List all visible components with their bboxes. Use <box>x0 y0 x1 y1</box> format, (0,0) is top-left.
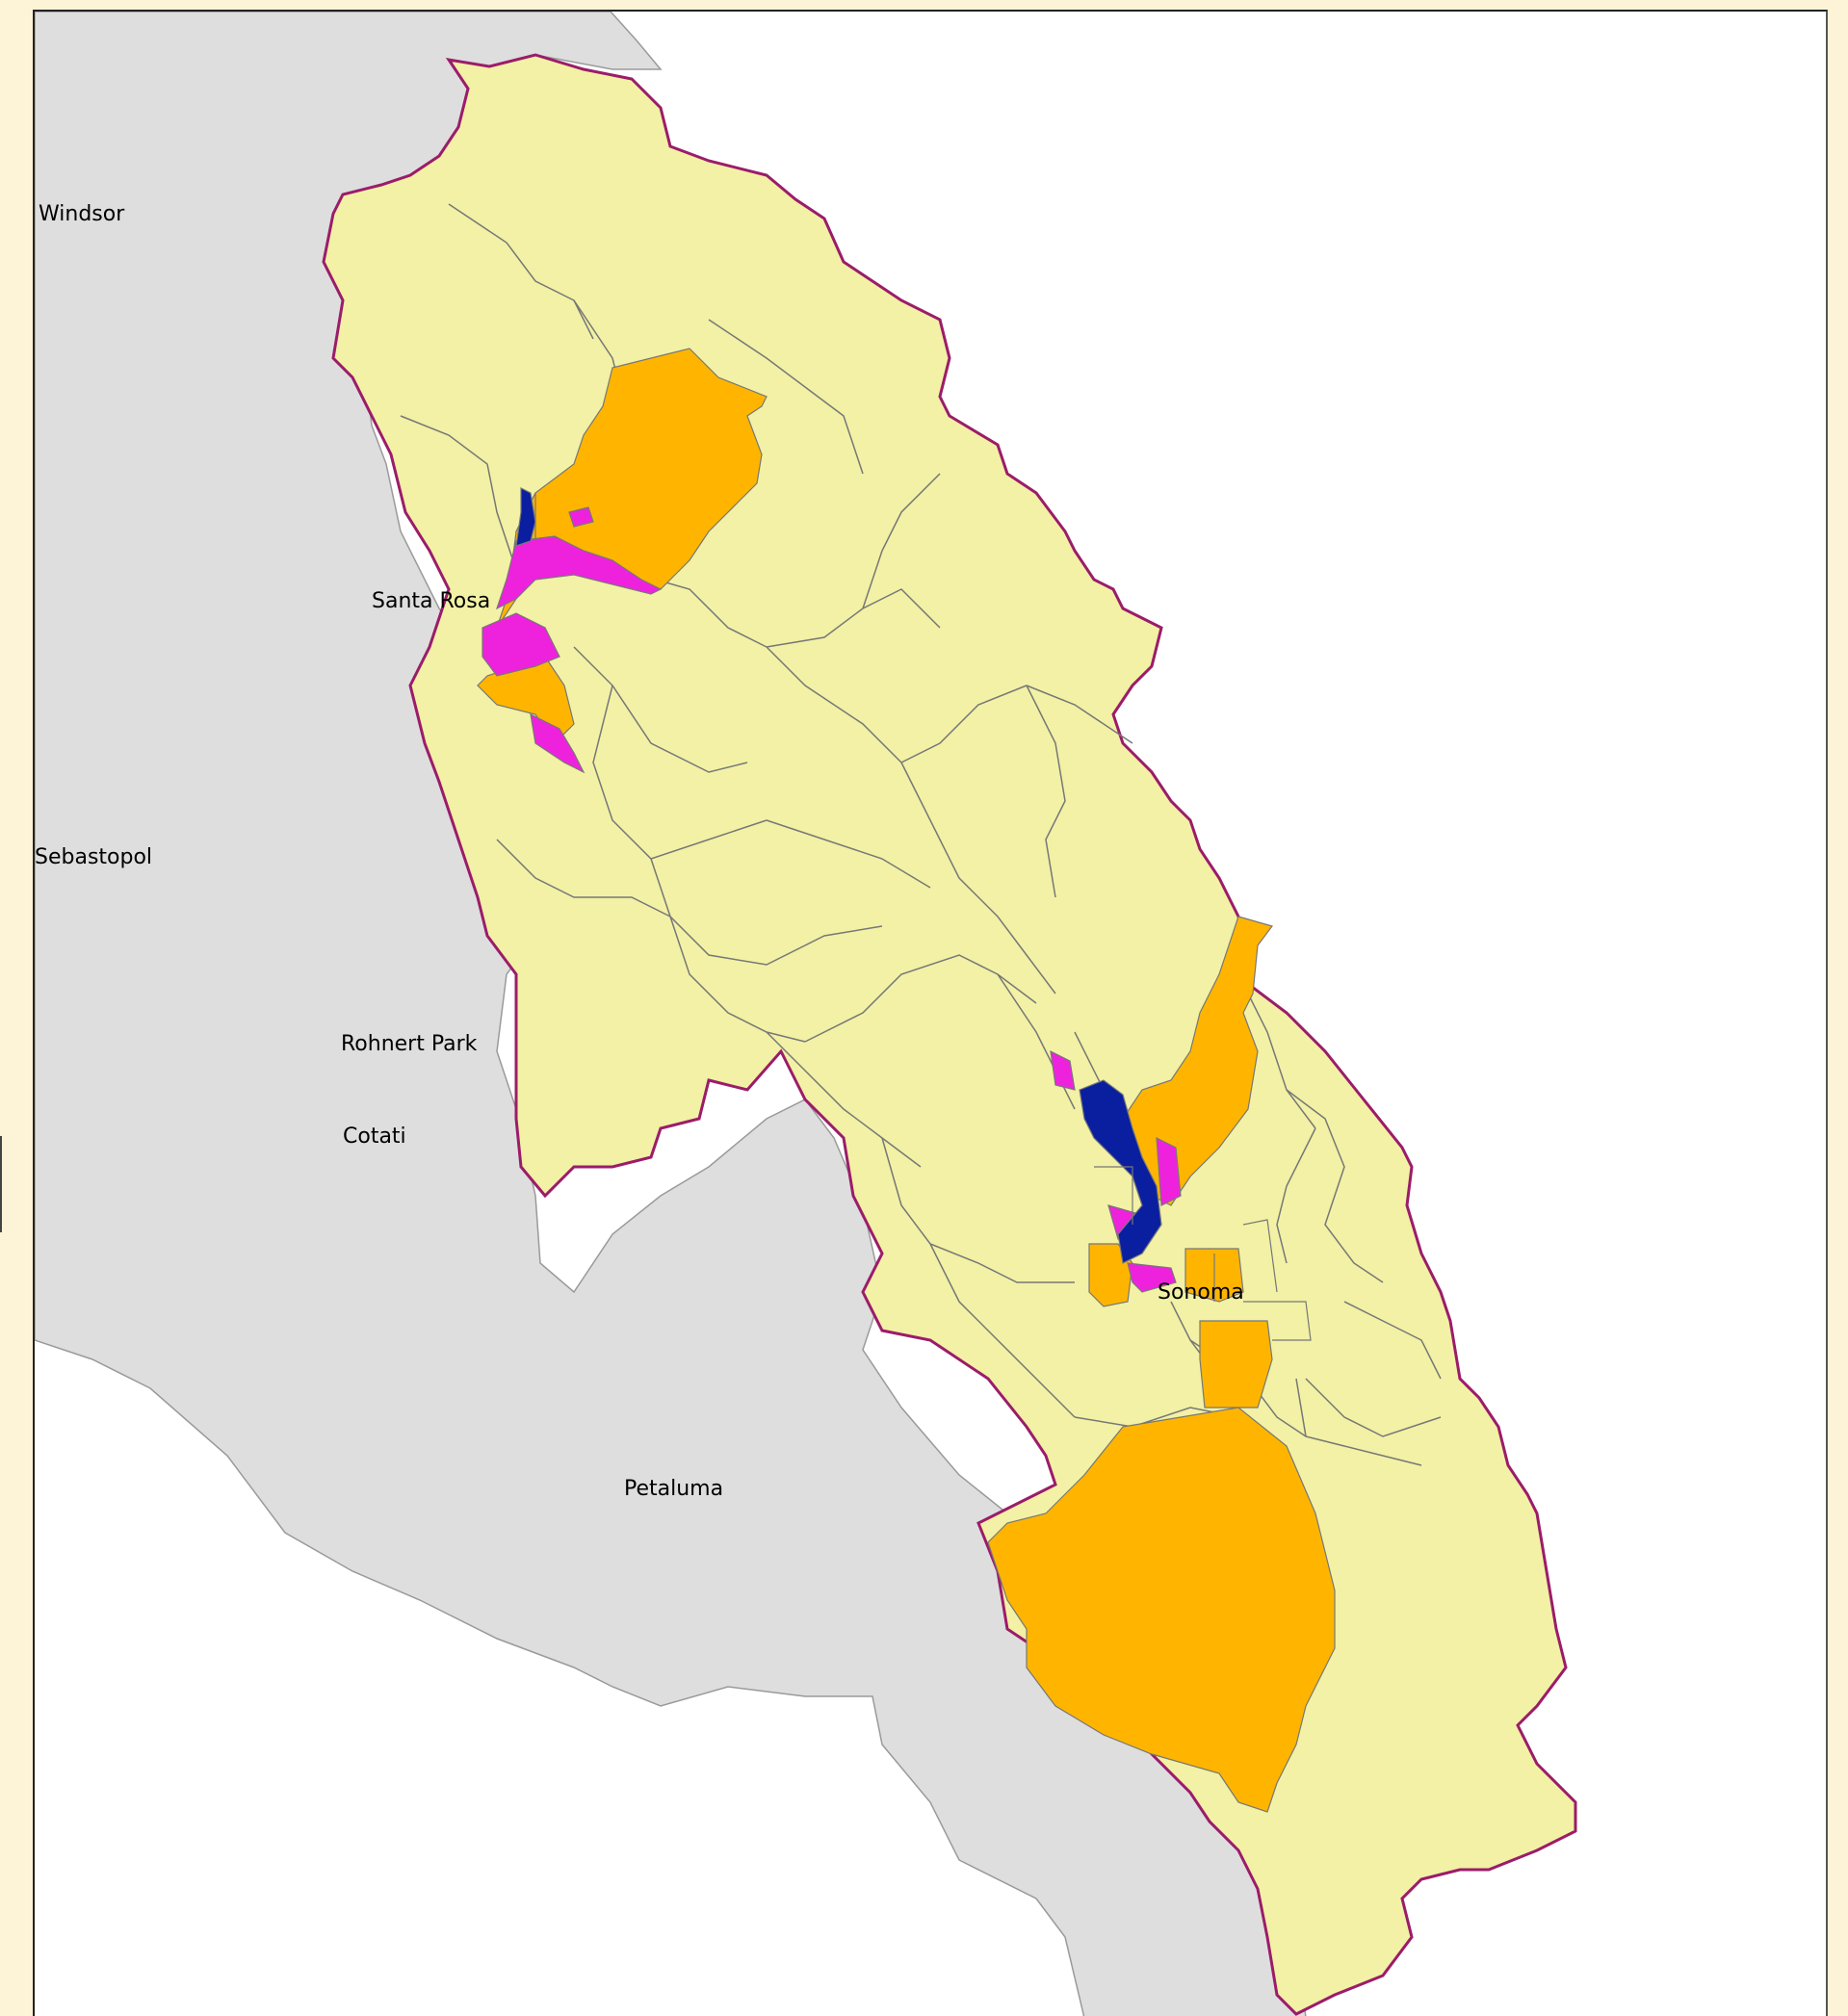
orange-area-valley-west <box>1088 1243 1133 1307</box>
navy-areas <box>515 487 1162 1264</box>
label-rohnert-park: Rohnert Park <box>341 1032 478 1056</box>
magenta-area-santa-rosa-mid <box>482 612 560 677</box>
orange-area-east <box>1122 916 1274 1206</box>
sonoma-parcel-outlines <box>1094 1166 1312 1341</box>
frame-tick <box>0 1136 6 1232</box>
magenta-area-santa-rosa-south <box>530 712 586 774</box>
navy-area-santa-rosa <box>515 487 536 547</box>
label-windsor: Windsor <box>39 202 125 226</box>
navy-area-valley <box>1079 1079 1162 1264</box>
magenta-area-valley-1 <box>1050 1049 1076 1091</box>
orange-area-south <box>987 1407 1336 1813</box>
magenta-area-valley-2 <box>1156 1136 1182 1206</box>
map-frame: Windsor Sebastopol Santa Rosa Rohnert Pa… <box>33 10 1828 2016</box>
magenta-area-valley-4 <box>1127 1262 1177 1293</box>
map-canvas <box>35 12 1577 2016</box>
label-santa-rosa: Santa Rosa <box>372 589 491 613</box>
label-sebastopol: Sebastopol <box>35 845 153 869</box>
magenta-area-santa-rosa-north <box>495 535 663 610</box>
label-cotati: Cotati <box>343 1124 406 1149</box>
label-petaluma: Petaluma <box>624 1477 724 1501</box>
magenta-area-small-north <box>568 506 594 528</box>
label-sonoma: Sonoma <box>1158 1280 1244 1305</box>
internal-boundaries <box>400 203 1442 1466</box>
orange-area-north <box>515 348 768 590</box>
orange-area-sonoma-2 <box>1199 1320 1273 1409</box>
